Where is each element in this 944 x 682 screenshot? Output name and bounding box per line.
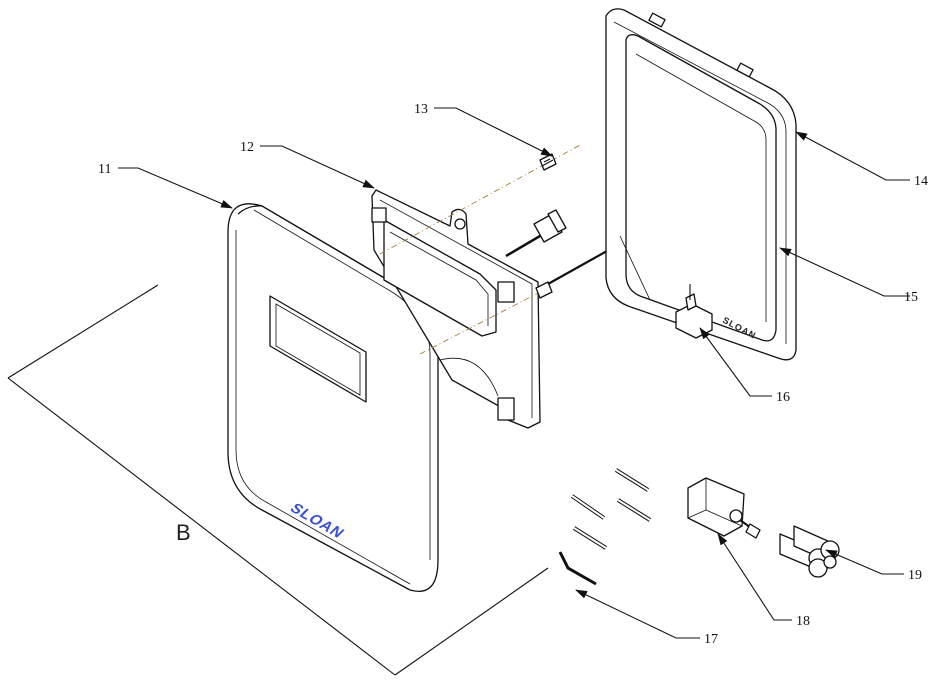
leader-17 — [575, 589, 700, 639]
dimension-label: B — [176, 520, 191, 545]
callout-labels: 11 12 13 14 15 16 17 18 19 — [98, 102, 928, 647]
leader-11 — [118, 167, 233, 209]
part-11-front-cover: SLOAN — [227, 203, 439, 592]
dimension-extension-bottom — [394, 567, 549, 676]
callout-12: 12 — [240, 140, 254, 155]
part-19-batteries — [779, 525, 840, 578]
callout-16: 16 — [776, 390, 790, 405]
leader-14 — [795, 131, 910, 181]
callout-14: 14 — [914, 174, 928, 189]
callout-18: 18 — [796, 614, 810, 629]
part-14-back-frame: SLOAN — [605, 8, 797, 361]
callout-15: 15 — [904, 290, 918, 305]
callout-17: 17 — [704, 632, 718, 647]
part-17-screws-and-hex-key — [558, 468, 652, 586]
part-18-battery-pack — [687, 477, 761, 539]
dimension-line — [7, 377, 396, 676]
dimension-b: B — [7, 284, 549, 676]
callout-19: 19 — [908, 568, 922, 583]
part-12-sensor-housing — [371, 189, 567, 429]
leader-18 — [717, 533, 792, 621]
callout-13: 13 — [414, 102, 428, 117]
leader-15 — [779, 247, 910, 297]
callout-leaders — [118, 107, 910, 639]
leader-12 — [260, 145, 375, 189]
leader-13 — [434, 107, 553, 157]
dimension-extension-top — [7, 284, 159, 379]
leader-19 — [825, 549, 904, 575]
callout-11: 11 — [98, 162, 111, 177]
leader-16 — [699, 327, 772, 397]
part-13-screw — [535, 153, 557, 299]
display-window — [269, 295, 367, 403]
